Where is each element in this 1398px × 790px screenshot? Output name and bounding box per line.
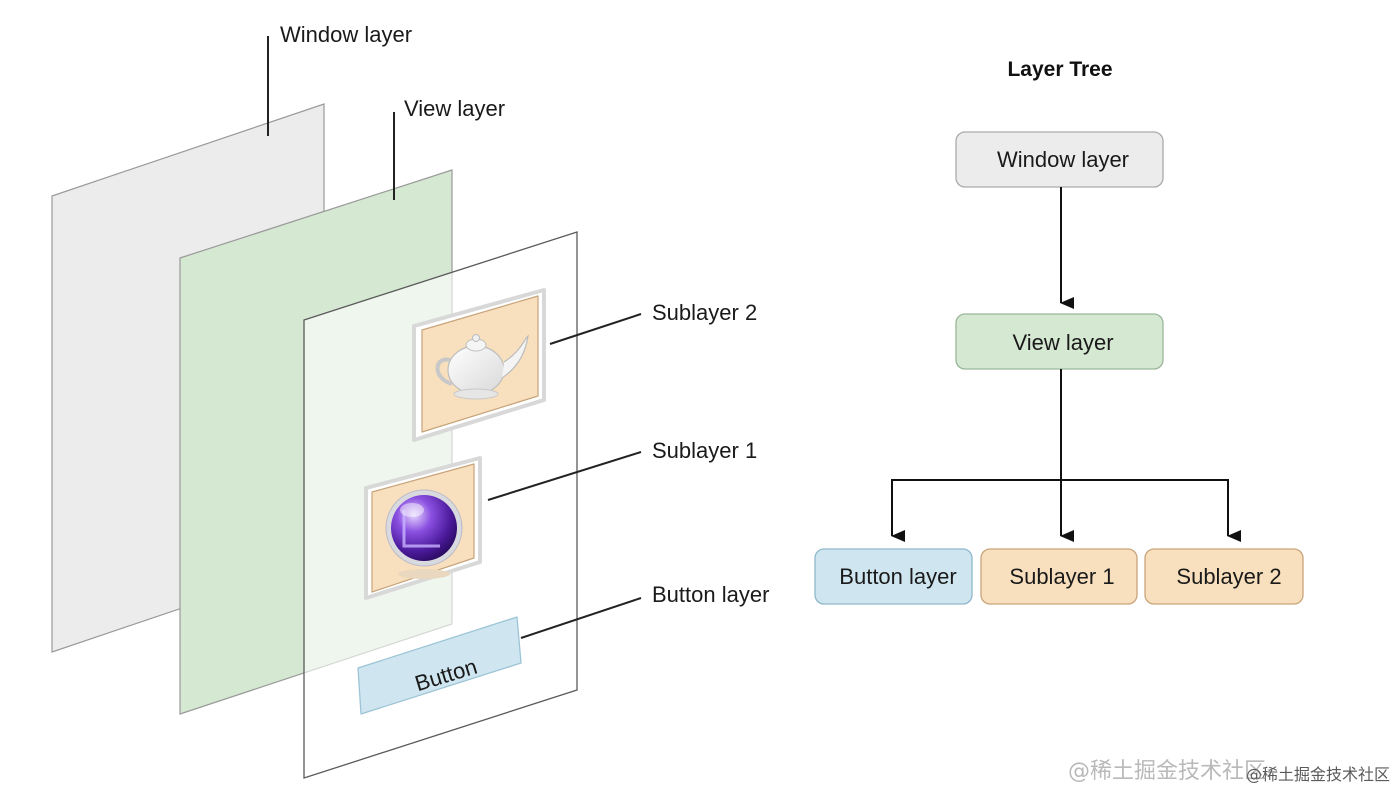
- window-layer-label: Window layer: [280, 22, 412, 47]
- tree-node-window-layer: Window layer: [955, 131, 1164, 188]
- tree-node-sublayer-1-label: Sublayer 1: [1009, 564, 1114, 589]
- tree-node-button-layer-label: Button layer: [839, 564, 956, 589]
- tree-node-view-layer: View layer: [955, 313, 1164, 370]
- tree-node-sublayer-1: Sublayer 1: [980, 548, 1138, 605]
- sublayer-2-label: Sublayer 2: [652, 300, 757, 325]
- tree-node-view-layer-label: View layer: [1012, 330, 1113, 355]
- watermark-small: @稀土掘金技术社区: [1246, 765, 1390, 784]
- tree-node-sublayer-2-label: Sublayer 2: [1176, 564, 1281, 589]
- sublayer-2-leader: [549, 313, 642, 345]
- sublayer-1-label: Sublayer 1: [652, 438, 757, 463]
- layer-tree-title: Layer Tree: [1007, 58, 1112, 81]
- tree-edges-view-to-leaves: [891, 369, 1241, 542]
- tree-node-window-layer-label: Window layer: [997, 147, 1129, 172]
- button-layer-leader: [520, 597, 642, 639]
- purple-sphere-icon: [385, 489, 463, 579]
- teapot-icon: [435, 334, 529, 400]
- tree-node-sublayer-2: Sublayer 2: [1144, 548, 1304, 605]
- tree-node-button-layer: Button layer: [814, 548, 973, 605]
- watermark-faint: @稀土掘金技术社区: [1068, 759, 1266, 784]
- button-layer-label: Button layer: [652, 582, 769, 607]
- sublayer-1-leader: [487, 451, 642, 501]
- sublayer-1-tile: [364, 456, 482, 600]
- sublayer-2-tile: [412, 288, 546, 442]
- view-layer-label: View layer: [404, 96, 505, 121]
